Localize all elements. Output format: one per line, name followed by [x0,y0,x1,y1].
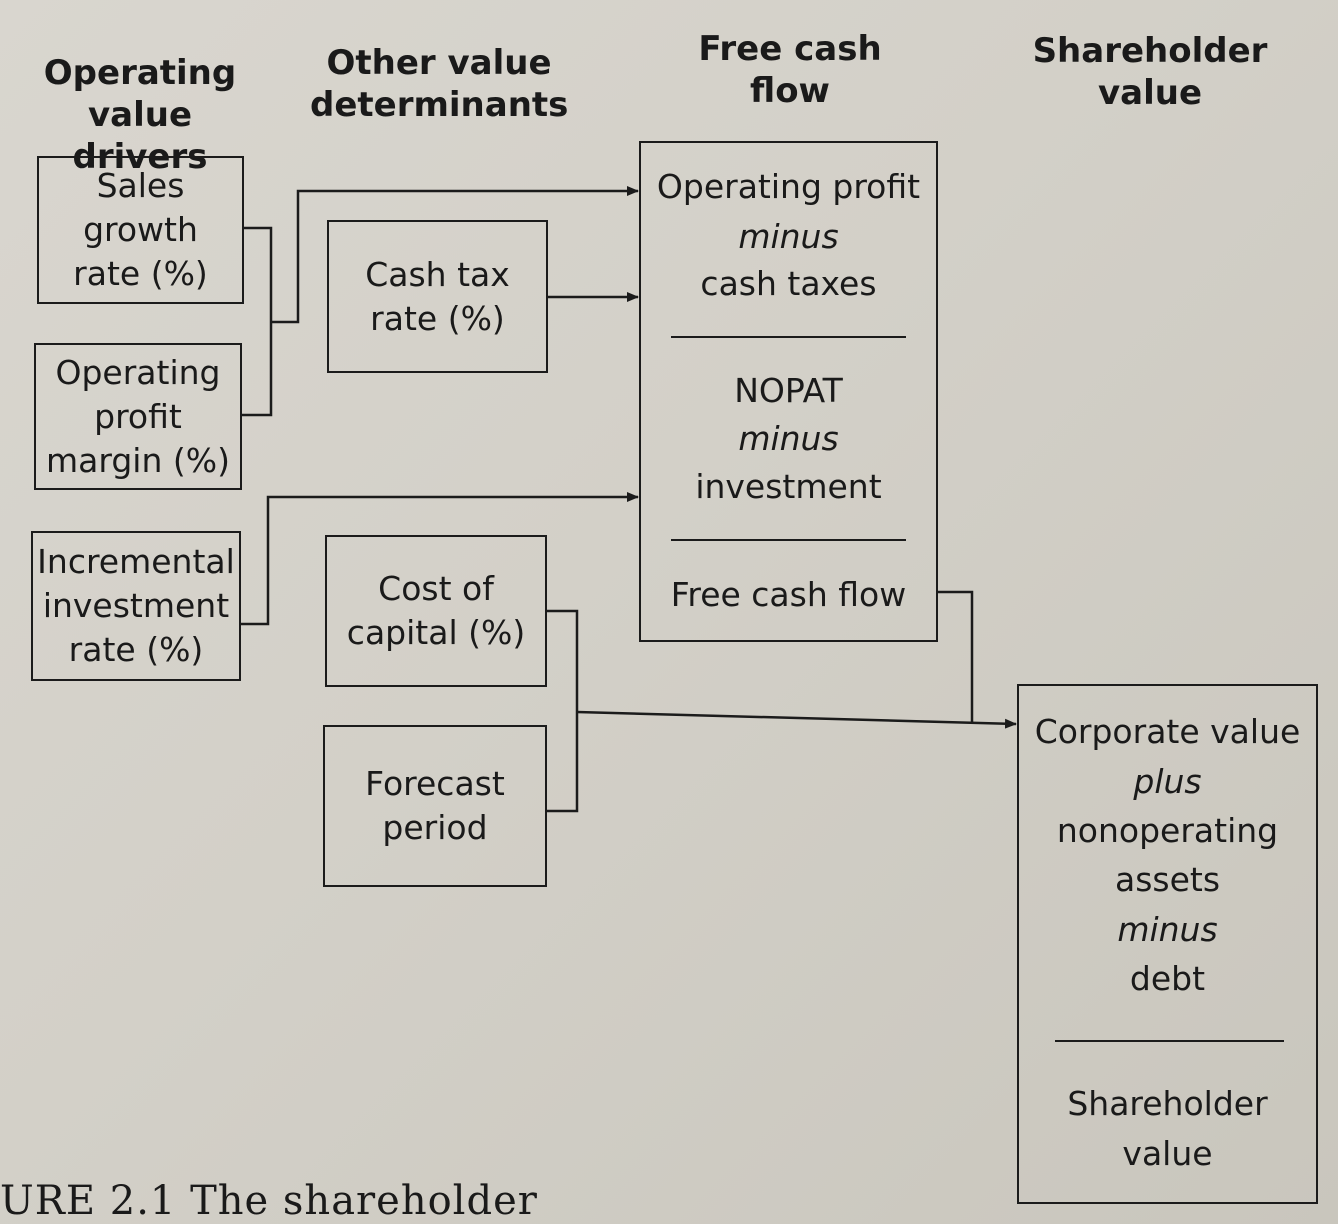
header-shareholder-value: Shareholder value [1032,31,1268,113]
fcf-operating-profit: Operating profit [656,167,921,206]
sv-debt: debt [1129,959,1206,998]
connector-sales-growth [244,226,273,322]
fcf-nopat: NOPAT [734,371,843,410]
box-incremental-investment-rate: Incremental investment rate (%) [31,531,241,681]
box-operating-profit-margin: Operating profit margin (%) [34,343,242,490]
sv-divider [1055,1040,1284,1042]
connector-free-cash-flow [938,590,974,724]
fcf-free-cash-flow: Free cash flow [670,575,907,614]
connector-operating-margin [242,322,273,417]
fcf-minus-1: minus [738,217,839,256]
box-shareholder-value: Corporate value plus nonoperating assets… [1017,684,1318,1204]
sv-corporate-value: Corporate value [1034,712,1301,751]
figure-caption: URE 2.1 The shareholder [0,1178,538,1224]
sv-minus: minus [1117,910,1218,949]
fcf-divider-2 [671,539,906,541]
connector-merge-to-operating-profit [271,186,639,324]
fcf-investment: investment [695,467,882,506]
box-cash-tax-rate: Cash tax rate (%) [327,220,548,373]
sv-value: value [1122,1134,1213,1173]
sv-assets: assets [1114,860,1221,899]
box-free-cash-flow: Operating profit minus cash taxes NOPAT … [639,141,938,642]
fcf-cash-taxes: cash taxes [700,264,877,303]
connector-determinants-to-corporate-value [576,710,1017,729]
box-sales-growth-rate: Sales growth rate (%) [37,156,244,304]
connector-cost-of-capital [547,609,579,712]
connector-forecast-period [547,712,579,813]
header-other-value-determinants: Other value determinants [310,43,569,125]
sv-plus: plus [1133,762,1202,801]
connector-incremental-investment [241,492,639,626]
fcf-divider-1 [671,336,906,338]
box-cost-of-capital: Cost of capital (%) [325,535,547,687]
fcf-minus-2: minus [738,419,839,458]
box-forecast-period: Forecast period [323,725,547,887]
header-free-cash-flow: Free cash flow [698,29,882,111]
sv-shareholder: Shareholder [1067,1084,1268,1123]
sv-nonoperating: nonoperating [1056,811,1279,850]
